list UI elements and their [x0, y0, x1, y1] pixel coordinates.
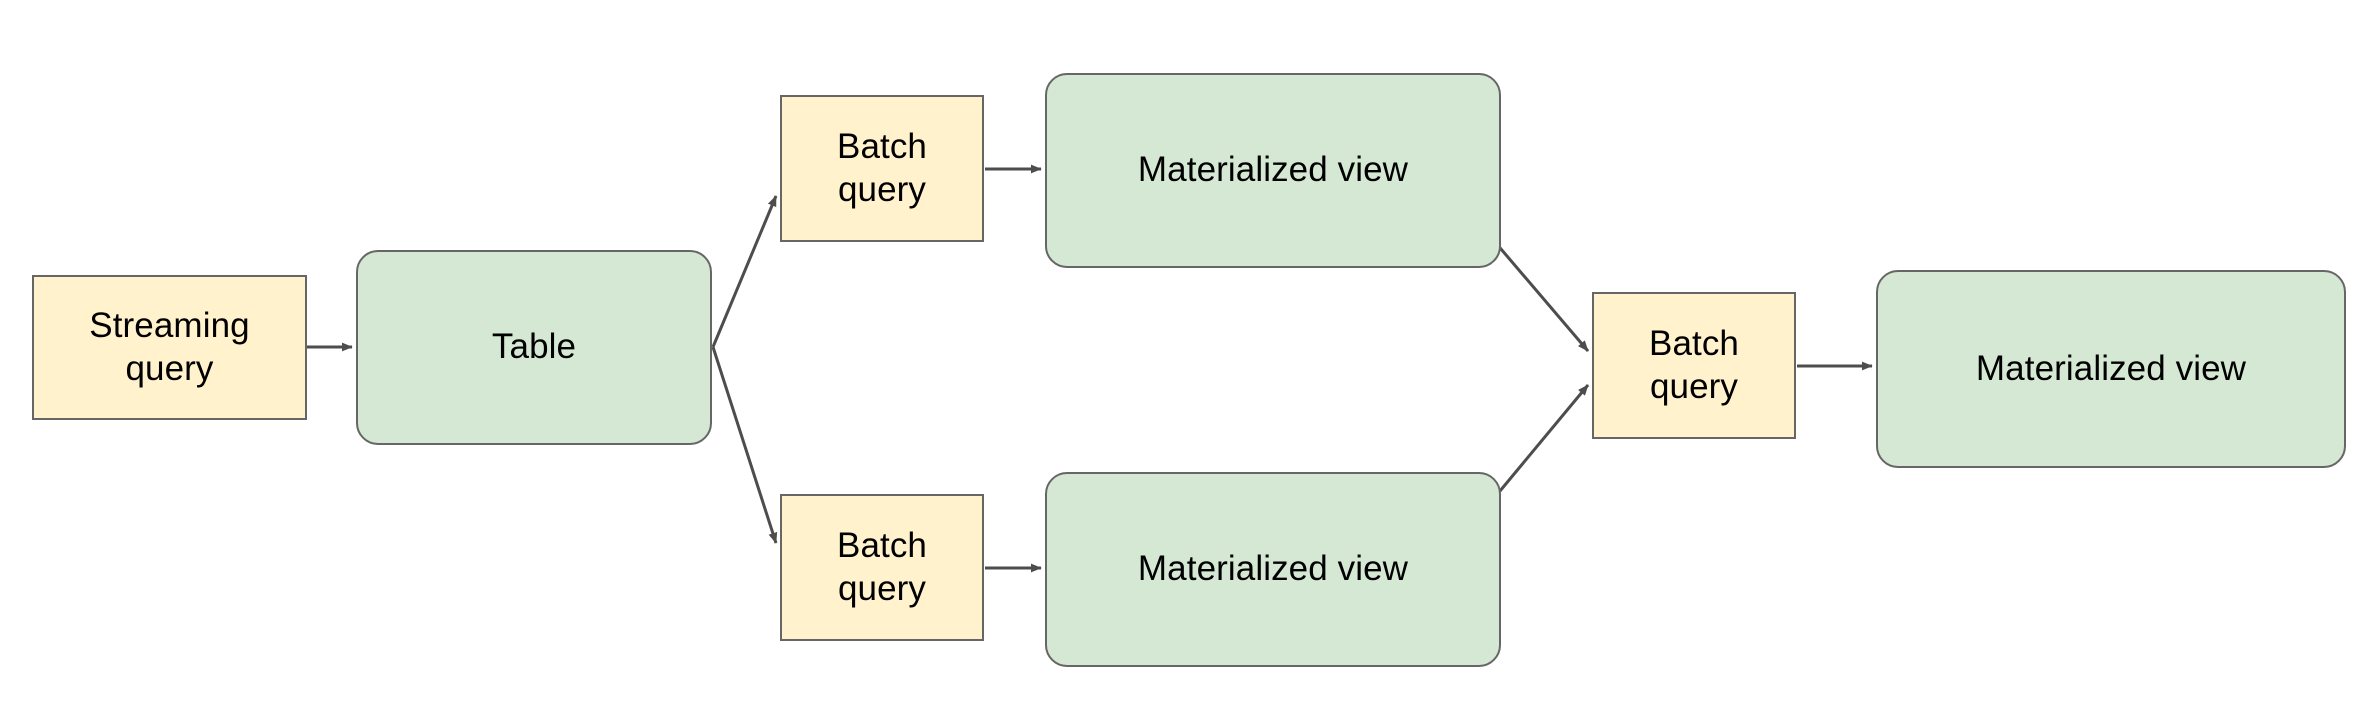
node-streaming-query-label: Streaming query [89, 305, 250, 388]
node-materialized-view-final[interactable]: Materialized view [1876, 270, 2346, 468]
node-streaming-query[interactable]: Streaming query [32, 275, 307, 420]
node-batch-query-top[interactable]: Batch query [780, 95, 984, 242]
edge-mv-top-to-batch-join [1493, 241, 1590, 352]
node-table-label: Table [491, 327, 577, 367]
node-materialized-view-top-label: Materialized view [1137, 150, 1409, 190]
node-batch-query-bottom-label: Batch query [837, 525, 927, 608]
node-batch-query-join-label: Batch query [1649, 323, 1739, 406]
node-batch-query-top-label: Batch query [837, 126, 927, 209]
edge-table-to-batch-bottom [711, 346, 778, 544]
node-batch-query-join[interactable]: Batch query [1592, 292, 1796, 439]
node-materialized-view-final-label: Materialized view [1975, 348, 2247, 388]
node-materialized-view-bottom-label: Materialized view [1137, 549, 1409, 589]
node-batch-query-bottom[interactable]: Batch query [780, 494, 984, 641]
node-table[interactable]: Table [356, 250, 712, 445]
node-materialized-view-top[interactable]: Materialized view [1045, 73, 1501, 268]
node-materialized-view-bottom[interactable]: Materialized view [1045, 472, 1501, 667]
edge-table-to-batch-top [711, 195, 778, 348]
edge-mv-bottom-to-batch-join [1493, 384, 1590, 498]
